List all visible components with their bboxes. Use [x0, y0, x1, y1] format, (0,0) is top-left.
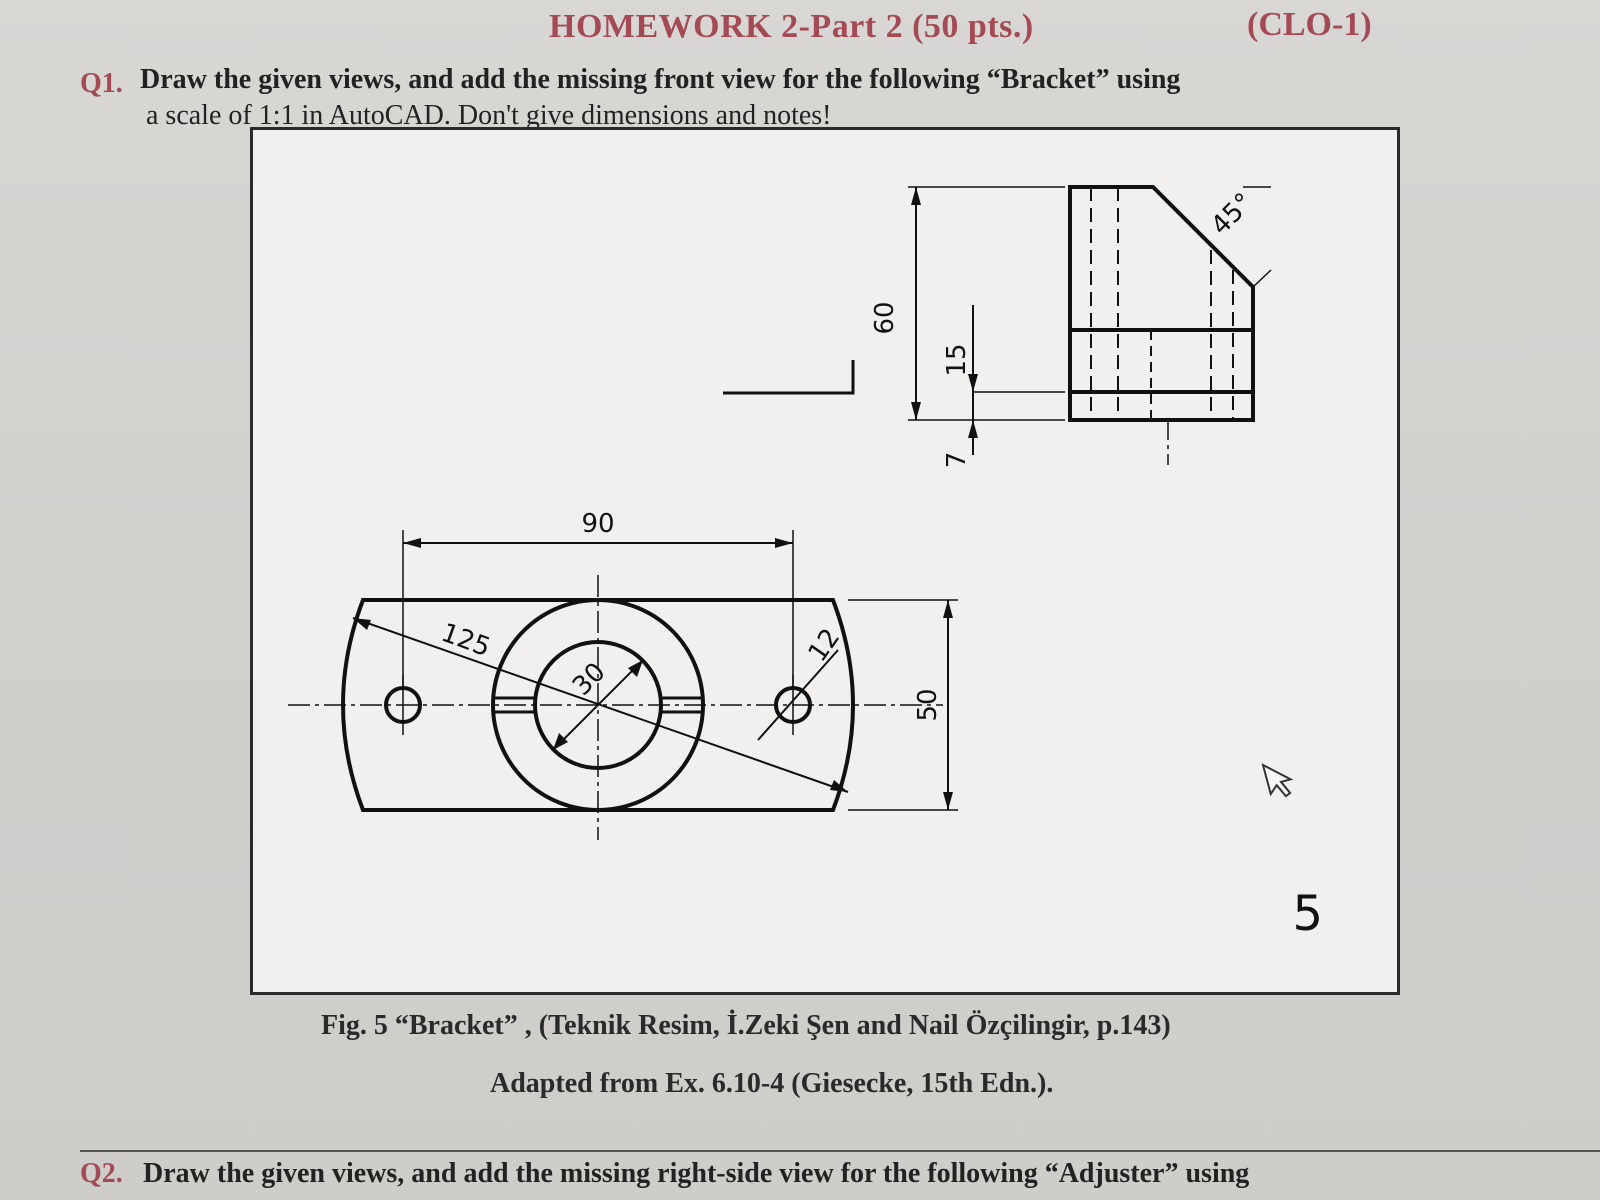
dim-7-text: 7 — [942, 452, 972, 469]
arrow-head — [353, 618, 371, 630]
arrow-head — [911, 187, 921, 205]
arrow-head — [628, 660, 643, 677]
figure-source: Adapted from Ex. 6.10-4 (Giesecke, 15th … — [490, 1068, 1054, 1099]
mouse-pointer-icon — [1261, 763, 1294, 798]
plate-outline — [341, 598, 855, 812]
arrow-head — [830, 780, 848, 792]
page-number: 5 — [1292, 886, 1323, 942]
q2-line1: Draw the given views, and add the missin… — [143, 1158, 1250, 1189]
dim-12-text: 12 — [803, 623, 847, 667]
angle-extension-line — [1252, 269, 1272, 288]
q1-line1: Draw the given views, and add the missin… — [140, 64, 1181, 95]
dim-125-text: 125 — [437, 618, 494, 663]
arrow-head — [553, 733, 568, 750]
angle-45-text: 45° — [1205, 187, 1259, 241]
section-divider — [80, 1150, 1600, 1152]
figure-caption: Fig. 5 “Bracket” , (Teknik Resim, İ.Zeki… — [321, 1010, 1171, 1041]
arrow-head — [968, 420, 978, 438]
dim-90-text: 90 — [581, 509, 614, 539]
side-view-outline — [1068, 185, 1255, 422]
bracket-drawing: 60 15 7 45° — [288, 185, 1323, 942]
dim-30-line — [552, 659, 644, 751]
arrow-head — [403, 538, 421, 548]
homework-title: HOMEWORK 2-Part 2 (50 pts.) — [549, 8, 1034, 45]
arrow-head — [911, 402, 921, 420]
arrow-head — [943, 600, 953, 618]
dim-60-text: 60 — [870, 301, 900, 334]
top-view — [288, 530, 958, 840]
arrow-head — [775, 538, 793, 548]
q1-number: Q1. — [80, 68, 123, 99]
q1-line2: a scale of 1:1 in AutoCAD. Don't give di… — [146, 100, 832, 131]
side-view — [908, 185, 1272, 465]
dim-50-text: 50 — [913, 688, 943, 721]
dim-12-line — [757, 649, 839, 741]
clo-label: (CLO-1) — [1247, 6, 1372, 43]
arrow-head — [968, 374, 978, 392]
q2-number: Q2. — [80, 1158, 123, 1189]
dim-125-line — [352, 617, 849, 793]
dim-15-text: 15 — [942, 343, 972, 376]
bracket-drawing-frame: 60 15 7 45° — [250, 127, 1400, 995]
l-mark — [723, 360, 855, 395]
arrow-head — [943, 792, 953, 810]
